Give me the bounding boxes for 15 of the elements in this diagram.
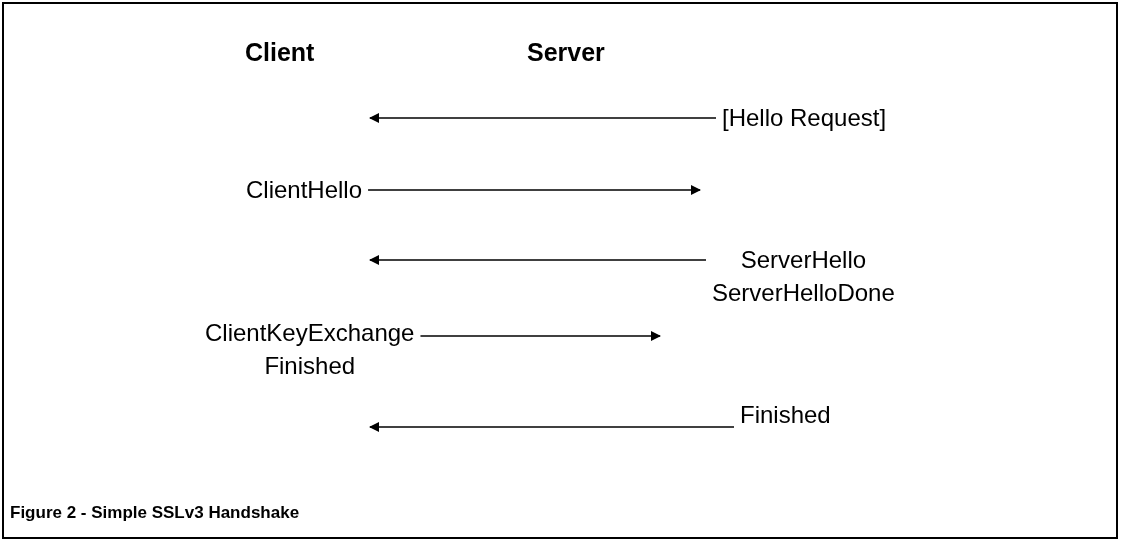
message-label: Finished [740, 398, 831, 431]
message-label: Finished [263, 351, 357, 381]
message-label: ServerHelloDone [712, 278, 895, 308]
arrow [369, 255, 707, 265]
figure-caption: Figure 2 - Simple SSLv3 Handshake [10, 503, 300, 523]
message-label: ClientHello [246, 173, 363, 206]
arrow [369, 113, 717, 123]
message-label: [Hello Request] [722, 101, 887, 134]
arrow [419, 331, 661, 341]
arrow [369, 422, 735, 432]
message-label: ClientKeyExchange [205, 318, 415, 348]
message-label: ServerHello [739, 245, 868, 275]
column-heading: Server [527, 38, 605, 67]
column-heading: Client [245, 38, 315, 67]
arrow [367, 185, 701, 195]
